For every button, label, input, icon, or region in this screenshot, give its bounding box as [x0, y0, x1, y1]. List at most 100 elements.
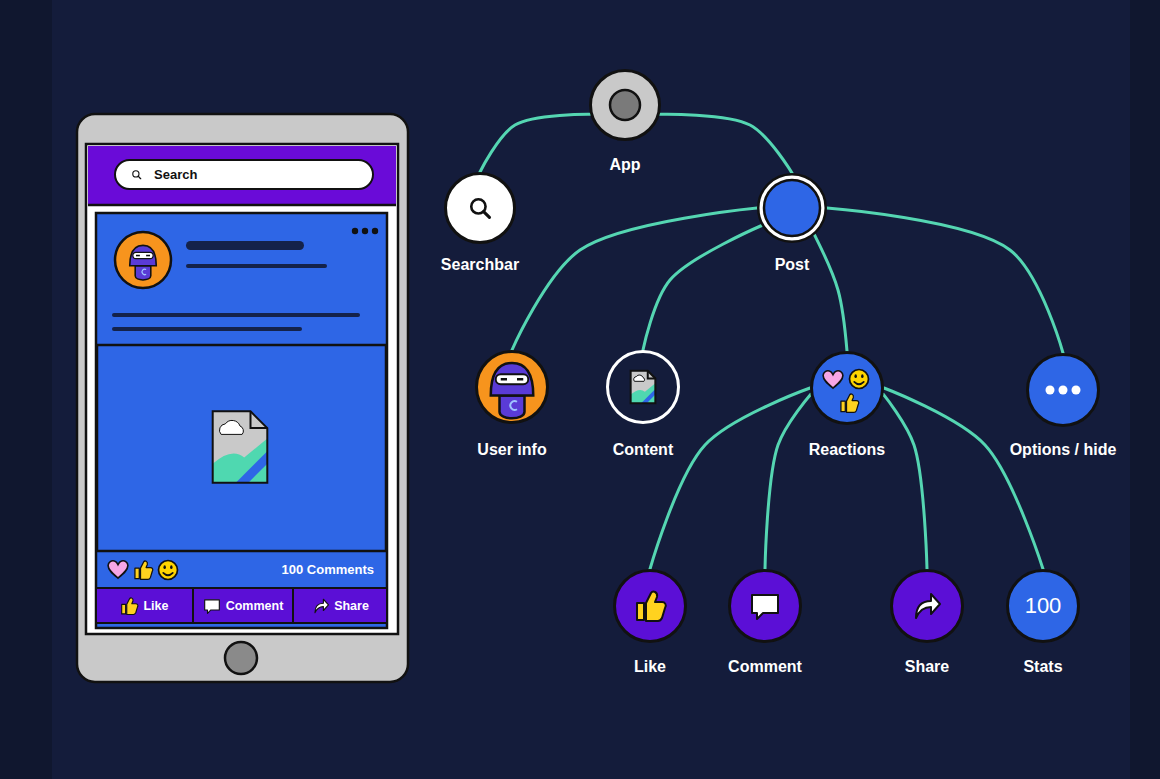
comment-count: 100 Comments — [282, 562, 374, 578]
like-button: Like — [97, 589, 192, 622]
tree-node: Post — [757, 173, 827, 243]
node-label: Post — [775, 256, 810, 274]
phone-mockup — [96, 587, 387, 624]
button-icon — [311, 597, 329, 615]
button-icon — [204, 599, 219, 613]
button-icon — [133, 170, 141, 178]
tree-node: Like — [613, 569, 687, 643]
circle-outline — [1028, 355, 1099, 426]
comment-button: Comment — [194, 589, 292, 622]
phone-mockup — [159, 561, 178, 580]
phone-mockup — [135, 561, 153, 579]
phone-mockup — [97, 345, 386, 551]
button-icon — [203, 597, 221, 615]
node-icon — [1046, 386, 1081, 395]
phone-mockup — [225, 642, 257, 674]
circle-shape — [444, 172, 516, 244]
circle-outline — [758, 174, 826, 242]
button-label: Like — [143, 599, 168, 613]
tree-connector — [660, 114, 792, 173]
node-label: Comment — [728, 658, 802, 676]
circle-outline — [615, 571, 686, 642]
phone-mockup — [96, 213, 387, 628]
phone-mockup — [77, 114, 408, 682]
node-icon — [491, 363, 534, 418]
tree-node: Share — [890, 569, 964, 643]
phone-mockup — [112, 313, 360, 317]
tree-node: Searchbar — [444, 172, 516, 244]
circle-shape — [810, 351, 884, 425]
circle-outline — [477, 352, 548, 423]
node-icon — [637, 592, 666, 621]
node-icon — [610, 90, 640, 120]
button-label: Search — [154, 167, 197, 182]
tree-connector — [650, 388, 810, 569]
node-icon — [916, 594, 940, 618]
circle-outline — [1008, 571, 1079, 642]
phone-mockup — [86, 144, 398, 634]
circle-outline — [446, 174, 515, 243]
node-icon — [823, 371, 843, 388]
tree-connector — [883, 394, 927, 569]
stat-number: 100 — [1025, 594, 1062, 618]
circle-shape — [728, 569, 802, 643]
tree-connector — [512, 208, 757, 350]
tree-node: App — [589, 69, 661, 141]
node-label: User info — [477, 441, 546, 459]
share-button: Share — [294, 589, 386, 622]
node-icon — [471, 199, 489, 217]
phone-mockup — [186, 241, 304, 250]
node-icon — [764, 180, 820, 236]
circle-shape — [475, 350, 549, 424]
tree-connector — [814, 235, 847, 351]
node-icon — [841, 394, 859, 412]
button-icon — [120, 597, 138, 615]
phone-mockup — [88, 204, 396, 207]
tree-node: User info — [475, 350, 549, 424]
node-label: Share — [905, 658, 949, 676]
phone-mockup — [88, 146, 396, 204]
side-strip — [0, 0, 52, 779]
side-strip — [1130, 0, 1160, 779]
tree-connector — [884, 388, 1043, 569]
circle-outline — [812, 353, 883, 424]
button-label: Comment — [226, 599, 284, 613]
node-label: Searchbar — [441, 256, 519, 274]
tree-node: 100Stats — [1006, 569, 1080, 643]
node-label: Options / hide — [1010, 441, 1117, 459]
node-label: Reactions — [809, 441, 885, 459]
node-label: App — [609, 156, 640, 174]
node-label: Content — [613, 441, 673, 459]
circle-outline — [608, 352, 679, 423]
tree-node: Content — [606, 350, 680, 424]
circle-shape — [613, 569, 687, 643]
tree-node: Comment — [728, 569, 802, 643]
phone-mockup — [115, 232, 171, 288]
node-icon — [752, 595, 778, 619]
circle-outline — [892, 571, 963, 642]
phone-mockup — [372, 228, 378, 234]
phone-mockup — [352, 228, 358, 234]
node-icon — [631, 371, 656, 403]
button-icon — [122, 597, 138, 614]
node-label: Like — [634, 658, 666, 676]
button-label: Share — [334, 599, 369, 613]
phone-mockup — [362, 228, 368, 234]
circle-shape — [1026, 353, 1100, 427]
tree-connector — [643, 226, 762, 351]
phone-mockup — [186, 264, 327, 268]
tree-connector — [765, 394, 811, 569]
search-input: Search — [114, 159, 374, 190]
phone-mockup — [213, 411, 268, 482]
circle-shape — [589, 69, 661, 141]
tree-connector — [827, 208, 1063, 353]
phone-mockup — [108, 561, 128, 578]
tree-connector — [480, 114, 590, 172]
node-icon — [850, 370, 869, 389]
circle-shape — [890, 569, 964, 643]
